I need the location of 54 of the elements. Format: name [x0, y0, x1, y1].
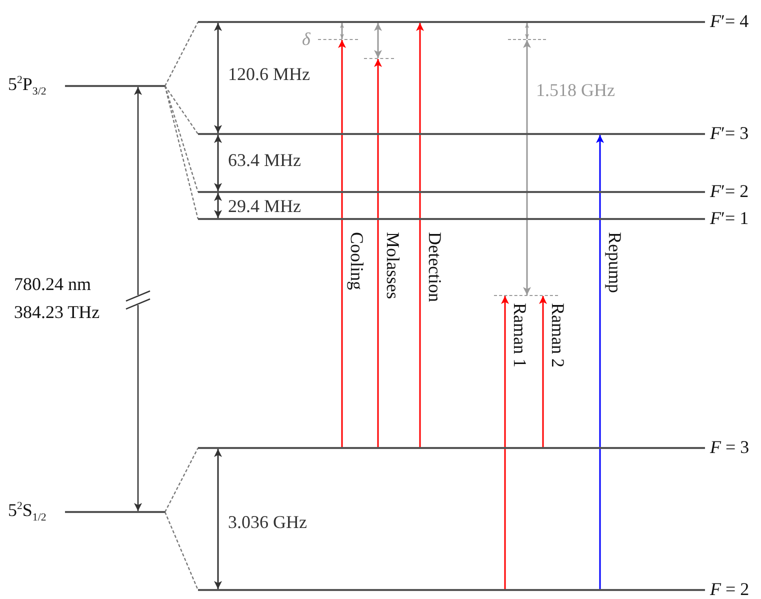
edge-label: 29.4 MHz: [228, 196, 301, 216]
spacing-arrow: [340, 23, 344, 39]
level-label: F′= 4: [710, 11, 749, 31]
energy-level-line: [198, 218, 705, 220]
spacing-arrow: [214, 23, 222, 133]
virtual-level-line: [508, 39, 546, 40]
transition-arrow: [539, 296, 547, 447]
dashed-connector: [164, 86, 198, 134]
edge-label: 3.036 GHz: [228, 512, 307, 532]
transition-arrow: [416, 23, 424, 447]
dashed-connector: [164, 86, 199, 220]
detuning-arrow: [374, 23, 382, 58]
transition-arrow: [501, 296, 509, 589]
dashed-connector: [164, 22, 199, 86]
virtual-level-line: [364, 58, 394, 59]
edge-label: Molasses: [383, 232, 403, 299]
edge-label: Detection: [425, 232, 445, 302]
level-label: F′= 2: [710, 181, 749, 201]
spacing-arrow: [214, 193, 222, 218]
detuning-arrow: [525, 23, 529, 39]
value-label: 384.23 THz: [14, 302, 100, 322]
level-label: 5$^{2}$S$_{1/2}$: [8, 500, 46, 520]
edge-label: δ: [302, 29, 310, 49]
edge-label: Raman 2: [548, 303, 568, 368]
transition-arrow: [338, 40, 346, 447]
spacing-arrow: [214, 135, 222, 191]
energy-level-line: [198, 21, 705, 23]
spacing-arrow: [523, 40, 531, 295]
edge-label: 63.4 MHz: [228, 150, 301, 170]
energy-level-line: [198, 191, 705, 193]
dashed-connector: [164, 448, 199, 512]
virtual-level-line: [494, 295, 558, 296]
value-label: 780.24 nm: [14, 274, 92, 294]
edge-label: 120.6 MHz: [228, 64, 310, 84]
virtual-level-line: [318, 39, 358, 40]
dashed-connector: [164, 512, 199, 590]
energy-level-line: [198, 589, 705, 591]
level-label: F′= 1: [710, 208, 749, 228]
level-label: F′= 3: [710, 123, 749, 143]
energy-level-line: [198, 133, 705, 135]
edge-label: Repump: [605, 232, 625, 293]
transition-arrow: [596, 135, 604, 589]
energy-level-line: [65, 511, 165, 513]
dashed-connector: [164, 86, 199, 192]
level-label: F = 2: [710, 579, 750, 599]
level-label: 5$^{2}$P$_{3/2}$: [8, 74, 46, 94]
transition-arrow: [374, 59, 382, 447]
edge-label: Raman 1: [510, 303, 530, 368]
spacing-arrow: [214, 449, 222, 589]
energy-level-line: [65, 85, 165, 87]
energy-level-line: [198, 447, 705, 449]
edge-label: 1.518 GHz: [536, 80, 615, 100]
level-label: F = 3: [710, 437, 750, 457]
edge-label: Cooling: [347, 232, 367, 290]
